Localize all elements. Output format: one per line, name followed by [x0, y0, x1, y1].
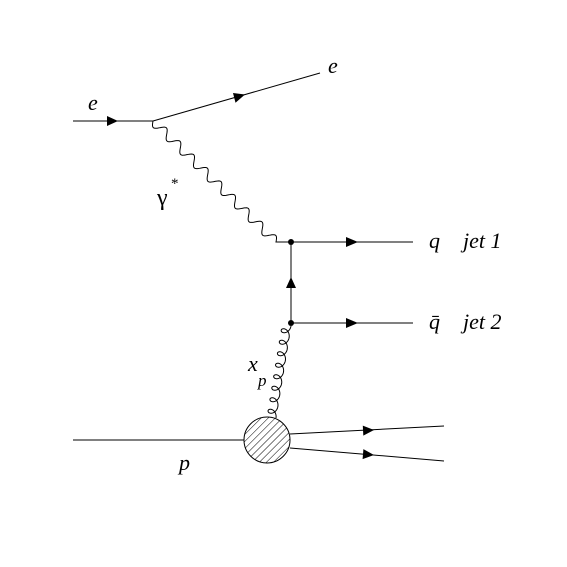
label-proton: p — [177, 450, 190, 475]
remnant-lower-arrow — [362, 449, 374, 460]
label-quark: q — [429, 228, 440, 253]
incoming-electron-arrow — [107, 116, 118, 126]
label-jet1: jet 1 — [460, 228, 502, 253]
upper-vertex-dot — [288, 239, 294, 245]
label-gluon-base: x — [247, 351, 258, 376]
label-electron-in: e — [88, 90, 98, 115]
proton-blob — [243, 416, 291, 464]
label-photon-star: * — [171, 176, 179, 192]
outgoing-electron-arrow — [233, 93, 245, 103]
quark-propagator-arrow — [286, 277, 296, 288]
label-photon: γ — [156, 185, 168, 211]
gluon-line — [267, 325, 292, 419]
label-jet2: jet 2 — [460, 309, 502, 334]
label-electron-out: e — [328, 53, 338, 78]
label-gluon-sub: p — [257, 371, 267, 390]
outgoing-antiquark-arrow — [346, 318, 358, 328]
remnant-upper-arrow — [362, 425, 374, 436]
outgoing-quark-arrow — [346, 237, 358, 247]
lower-vertex-dot — [288, 320, 294, 326]
label-antiquark: q̄ — [429, 309, 440, 334]
virtual-photon-line — [151, 120, 291, 243]
